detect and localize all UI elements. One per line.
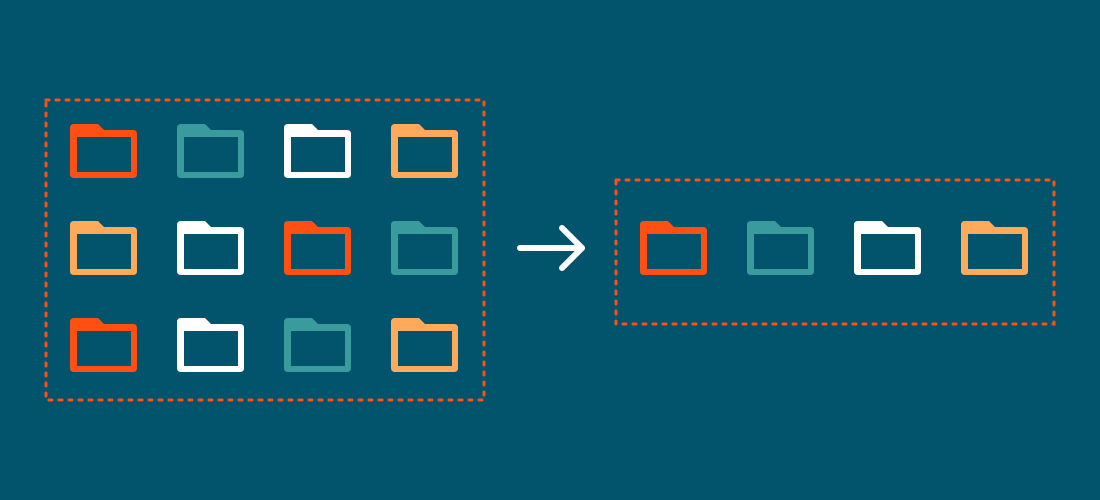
folder-icon [391,221,458,275]
folder-icon [284,124,351,178]
folder-icon [391,124,458,178]
result-group-border [614,178,1056,326]
folder-icon [177,221,244,275]
arrow-right-icon [517,225,585,271]
folder-icon [70,221,137,275]
folder-icon [177,124,244,178]
folder-icon [961,221,1028,275]
source-group-border [44,98,486,402]
folder-icon [640,221,707,275]
folder-icon [177,318,244,372]
folder-icon [70,318,137,372]
folder-icon [391,318,458,372]
result-folder-row [640,221,1028,275]
folder-icon [854,221,921,275]
folder-icon [284,221,351,275]
folder-icon [747,221,814,275]
folder-icon [284,318,351,372]
source-folder-grid [70,124,458,372]
folder-icon [70,124,137,178]
